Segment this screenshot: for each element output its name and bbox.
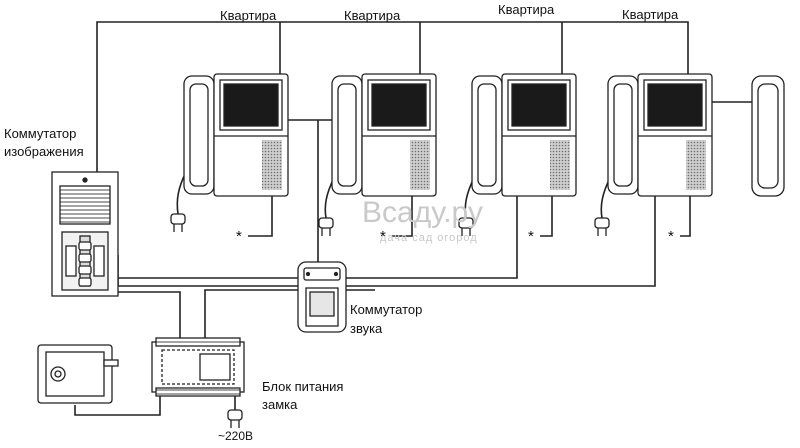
power-unit-device [151, 337, 245, 397]
wire-bus-lower-2 [118, 190, 656, 287]
power-unit-label-line2: замка [262, 397, 298, 412]
video-switch-panel [51, 171, 119, 297]
lock-device [37, 344, 119, 404]
star-marker-3: * [528, 228, 534, 245]
apartment-label-1: Квартира [220, 8, 277, 23]
video-switch-label-line1: Коммутатор [4, 126, 77, 141]
plug-icon [170, 213, 186, 232]
audio-switch-device [297, 261, 347, 333]
audio-switch-label-line2: звука [350, 321, 383, 336]
voltage-label: ~220В [218, 429, 254, 443]
star-marker-4: * [668, 228, 674, 245]
wire-lock [74, 392, 161, 416]
plug-icon [318, 217, 334, 236]
plug-icon [458, 217, 474, 236]
video-switch-label-line2: изображения [4, 144, 84, 159]
monitor-apartment-2 [331, 73, 437, 197]
wire-top-bus [96, 21, 689, 172]
monitor-apartment-3 [471, 73, 577, 197]
star-line-1 [248, 195, 273, 237]
wire-bus-lower-4 [204, 289, 304, 350]
wire-bus-lower-1 [118, 190, 518, 279]
extra-handset [751, 75, 785, 197]
star-line-4 [680, 195, 691, 237]
star-line-3 [540, 195, 553, 237]
power-unit-label-line1: Блок питания [262, 379, 344, 394]
monitor-apartment-1 [183, 73, 289, 197]
apartment-label-4: Квартира [622, 7, 679, 22]
watermark-subtitle: дача сад огород [380, 232, 478, 244]
plug-icon [227, 409, 243, 428]
apartment-label-3: Квартира [498, 2, 555, 17]
plug-icon [594, 217, 610, 236]
audio-switch-label-line1: Коммутатор [350, 302, 423, 317]
star-line-2 [392, 195, 413, 237]
star-marker-1: * [236, 228, 242, 245]
plug-icons [170, 213, 610, 428]
monitor-apartment-4 [607, 73, 713, 197]
watermark-title: Всаду.ру [362, 196, 483, 229]
apartment-label-2: Квартира [344, 8, 401, 23]
star-marker-2: * [380, 228, 386, 245]
